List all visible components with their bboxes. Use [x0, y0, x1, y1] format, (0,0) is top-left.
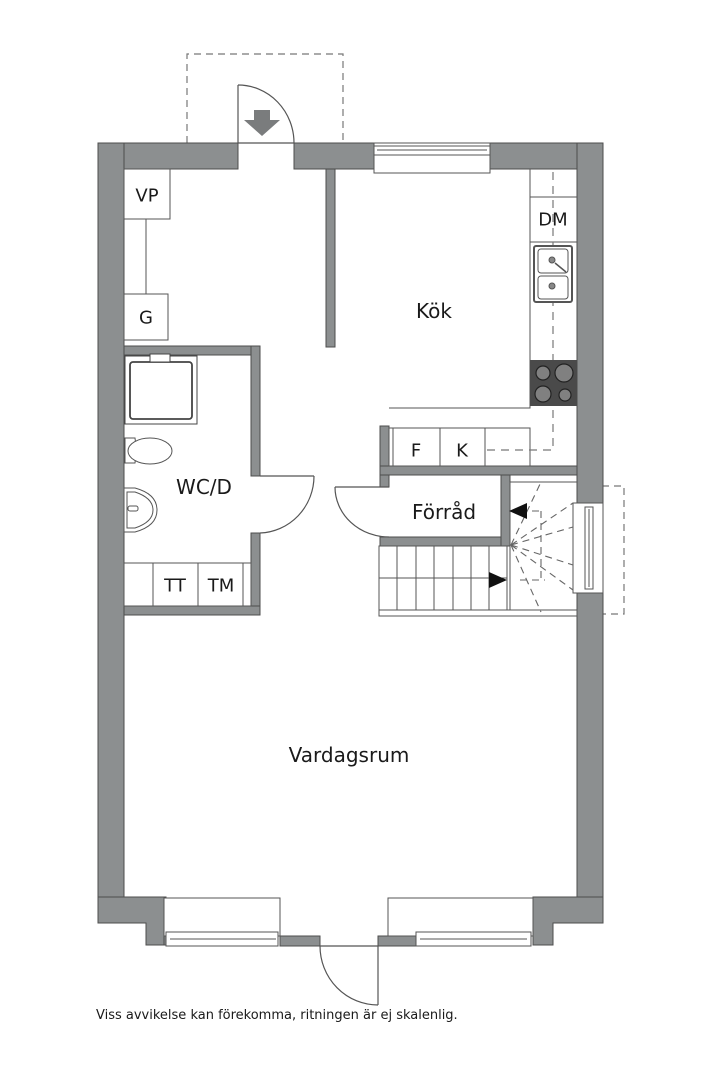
fixture-k: K [456, 440, 468, 462]
forrad-door [334, 486, 390, 538]
fixture-vp: VP [135, 185, 159, 207]
shower [124, 353, 198, 425]
counter-dashed-line [486, 172, 554, 451]
hob [530, 360, 577, 406]
arrow-left-icon [509, 503, 527, 519]
arrow-down-icon [244, 110, 280, 136]
window-living-right [387, 897, 534, 947]
window-stair [572, 502, 604, 594]
stair-window-bay [602, 485, 625, 615]
washbasin [123, 487, 158, 533]
sink [533, 245, 573, 303]
fixture-tt: TT [164, 575, 186, 597]
staircase [378, 481, 578, 617]
window-living-left [163, 897, 281, 947]
wc-door [259, 475, 315, 534]
entrance-canopy [186, 53, 344, 143]
winder-steps [510, 481, 574, 613]
kitchen-counter [388, 169, 577, 467]
fixture-tm: TM [207, 575, 235, 597]
walls [97, 142, 604, 947]
laundry-counter [123, 562, 252, 607]
fixture-f: F [410, 440, 422, 462]
hall-wardrobe [123, 168, 171, 341]
room-label-vardagsrum: Vardagsrum [288, 743, 410, 767]
entrance-door [237, 84, 295, 144]
terrace-door [319, 945, 379, 1006]
disclaimer-text: Viss avvikelse kan förekomma, ritningen … [96, 1008, 458, 1023]
window-kitchen [373, 142, 491, 174]
fixture-g: G [139, 307, 153, 329]
room-label-forrad: Förråd [411, 500, 477, 524]
toilet [124, 437, 173, 465]
room-label-kok: Kök [416, 299, 452, 323]
room-label-wcd: WC/D [176, 475, 232, 499]
arrow-right-icon [489, 572, 507, 588]
fixture-dm: DM [538, 209, 568, 231]
